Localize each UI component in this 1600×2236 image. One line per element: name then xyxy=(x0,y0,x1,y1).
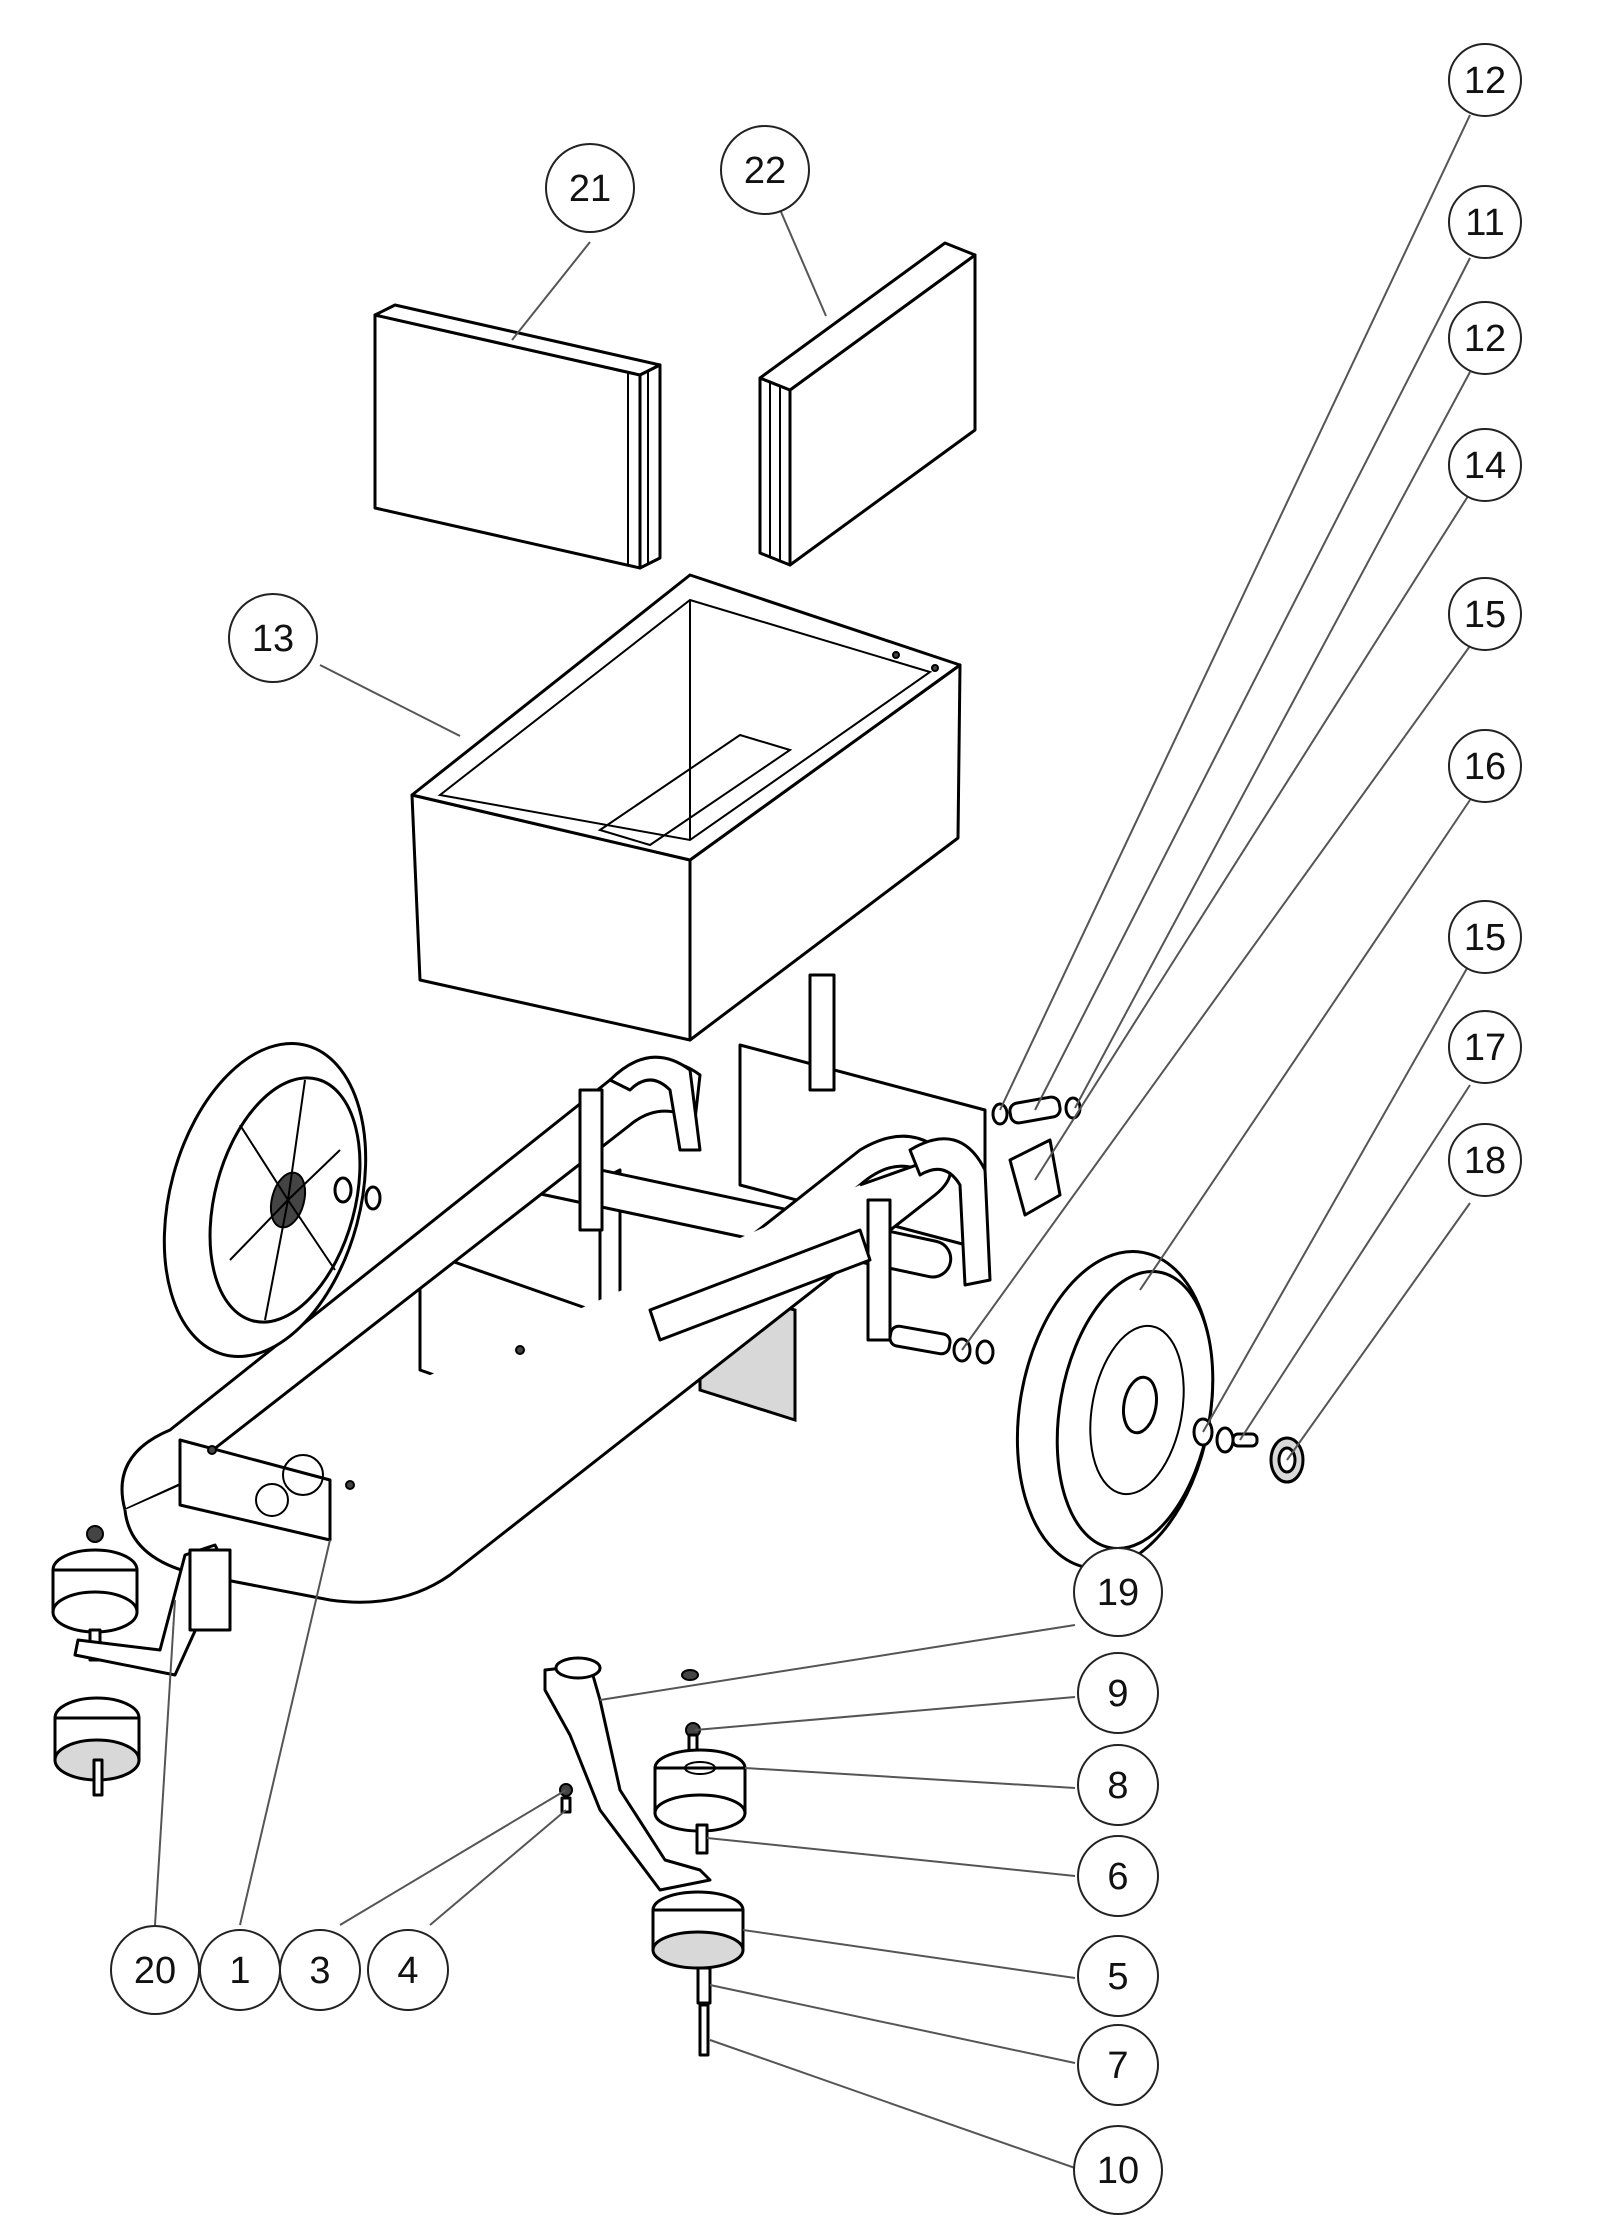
frame-part-1 xyxy=(120,1055,992,1604)
callout-12b: 12 xyxy=(1448,301,1522,375)
callout-15a-label: 15 xyxy=(1464,594,1506,636)
callout-20-label: 20 xyxy=(134,1950,176,1992)
callout-19-label: 19 xyxy=(1097,1572,1139,1614)
wheel-right-part-16 xyxy=(1015,1250,1305,1570)
callout-7: 7 xyxy=(1077,2024,1159,2106)
callout-17: 17 xyxy=(1448,1010,1522,1084)
callout-10: 10 xyxy=(1073,2125,1163,2215)
callout-14-label: 14 xyxy=(1464,445,1506,487)
callout-1-label: 1 xyxy=(229,1950,250,1992)
callout-15b-label: 15 xyxy=(1464,917,1506,959)
callout-21: 21 xyxy=(545,143,635,233)
callout-18-label: 18 xyxy=(1464,1140,1506,1182)
callout-19: 19 xyxy=(1073,1547,1163,1637)
callout-22: 22 xyxy=(720,125,810,215)
callout-18: 18 xyxy=(1448,1123,1522,1197)
callout-22-label: 22 xyxy=(744,150,786,192)
callout-11-label: 11 xyxy=(1465,202,1504,244)
callout-3: 3 xyxy=(279,1929,361,2011)
callout-10-label: 10 xyxy=(1097,2150,1139,2192)
callout-5-label: 5 xyxy=(1107,1956,1128,1998)
caster-right-assembly xyxy=(543,1656,747,2057)
callout-4: 4 xyxy=(367,1929,449,2011)
caster-left-part-20 xyxy=(51,1525,232,1797)
panel-part-21 xyxy=(373,303,662,570)
callout-13-label: 13 xyxy=(252,618,294,660)
callout-7-label: 7 xyxy=(1107,2045,1128,2087)
wheel-left xyxy=(162,1042,382,1358)
callout-17-label: 17 xyxy=(1464,1027,1506,1069)
callout-4-label: 4 xyxy=(397,1950,418,1992)
callout-5: 5 xyxy=(1077,1935,1159,2017)
callout-12a-label: 12 xyxy=(1464,60,1506,102)
callout-14: 14 xyxy=(1448,428,1522,502)
callout-21-label: 21 xyxy=(569,168,611,210)
callout-12a: 12 xyxy=(1448,43,1522,117)
callout-16: 16 xyxy=(1448,729,1522,803)
callout-9-label: 9 xyxy=(1107,1673,1128,1715)
callout-6-label: 6 xyxy=(1107,1856,1128,1898)
callout-1: 1 xyxy=(199,1929,281,2011)
callout-16-label: 16 xyxy=(1464,746,1506,788)
callout-13: 13 xyxy=(228,593,318,683)
callout-11: 11 xyxy=(1448,185,1522,259)
leader-lines xyxy=(154,114,1471,2169)
callout-12b-label: 12 xyxy=(1464,318,1506,360)
callout-8: 8 xyxy=(1077,1744,1159,1826)
callout-3-label: 3 xyxy=(309,1950,330,1992)
callout-20: 20 xyxy=(110,1925,200,2015)
callout-8-label: 8 xyxy=(1107,1765,1128,1807)
panel-part-22 xyxy=(758,241,977,567)
callout-15b: 15 xyxy=(1448,900,1522,974)
callout-15a: 15 xyxy=(1448,577,1522,651)
hopper-part-13 xyxy=(410,573,962,1042)
callout-6: 6 xyxy=(1077,1835,1159,1917)
callout-9: 9 xyxy=(1077,1652,1159,1734)
